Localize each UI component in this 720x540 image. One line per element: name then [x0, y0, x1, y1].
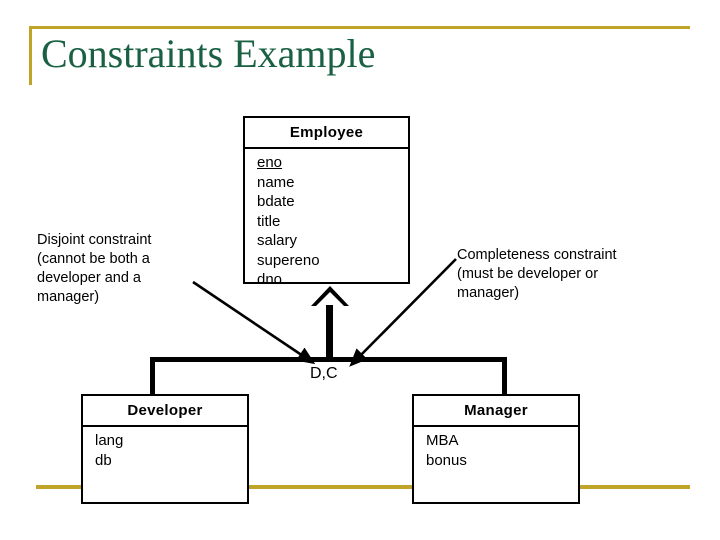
page-title: Constraints Example	[41, 31, 376, 76]
attribute-bonus: bonus	[426, 451, 467, 469]
attribute-db: db	[95, 451, 112, 469]
entity-box-developer: Developer lang db	[81, 394, 249, 504]
entity-attributes-developer: lang db	[83, 427, 247, 470]
entity-title-manager: Manager	[414, 396, 578, 427]
attribute-mba: MBA	[426, 432, 459, 449]
entity-title-employee: Employee	[245, 118, 408, 149]
entity-box-manager: Manager MBA bonus	[412, 394, 580, 504]
attribute-supereno: supereno	[257, 251, 320, 269]
entity-attributes-manager: MBA bonus	[414, 427, 578, 470]
attribute-title: title	[257, 212, 281, 230]
generalization-horizontal-bar	[150, 357, 507, 362]
generalization-drop-developer	[150, 357, 155, 397]
attribute-eno: eno	[257, 154, 283, 171]
entity-title-developer: Developer	[83, 396, 247, 427]
annotation-completeness-constraint: Completeness constraint (must be develop…	[457, 247, 617, 301]
entity-attributes-employee: eno name bdate title salary supereno dno	[245, 149, 408, 290]
bottom-gold-rule	[36, 485, 690, 489]
generalization-drop-manager	[502, 357, 507, 397]
attribute-bdate: bdate	[257, 193, 295, 210]
left-gold-rule	[29, 26, 32, 85]
generalization-triangle-fill	[315, 292, 345, 307]
generalization-stem	[326, 305, 333, 361]
constraint-label-dc: D,C	[310, 365, 338, 382]
attribute-name: name	[257, 173, 295, 191]
attribute-lang: lang	[95, 432, 124, 449]
annotation-disjoint-constraint: Disjoint constraint (cannot be both a de…	[37, 232, 152, 305]
entity-box-employee: Employee eno name bdate title salary sup…	[243, 116, 410, 288]
top-gold-rule	[29, 26, 690, 29]
attribute-salary: salary	[257, 232, 298, 249]
